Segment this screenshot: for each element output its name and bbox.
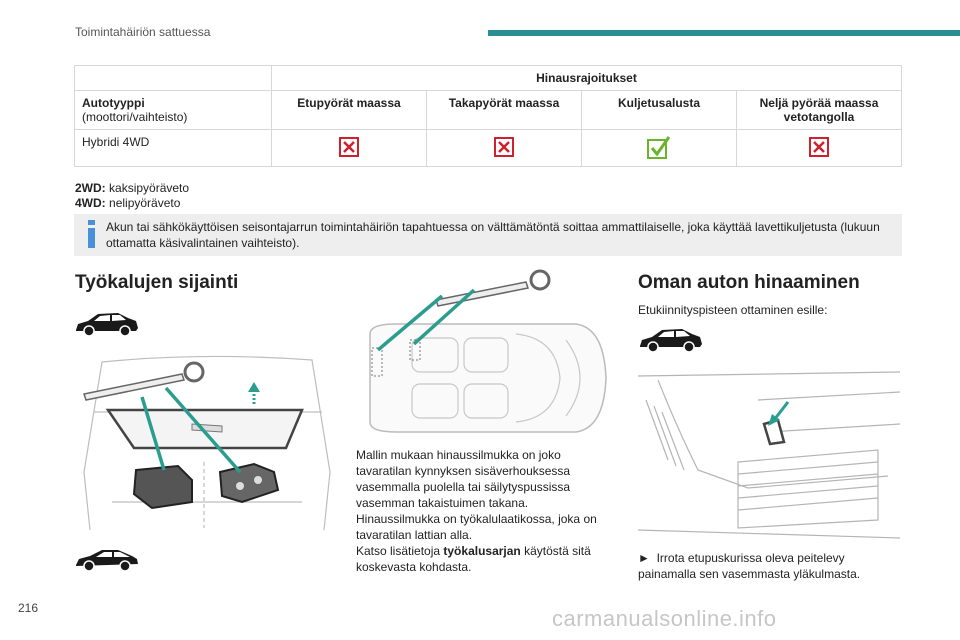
tools-paragraph: Mallin mukaan hinaussilmukka on joko tav… <box>356 448 571 510</box>
toolkit-link-text: työkalusarjan <box>443 544 521 558</box>
towing-step-text: Irrota etupuskurissa oleva peitelevy pai… <box>638 551 861 581</box>
table-col-header: Etupyörät maassa <box>271 90 427 130</box>
table-type-title: Autotyyppi <box>82 96 145 110</box>
table-row-type: Hybridi 4WD <box>74 129 272 167</box>
car-top-view-illustration <box>369 269 607 433</box>
towing-restrictions-table: Hinausrajoitukset Autotyyppi (moottori/v… <box>74 65 902 167</box>
table-mark-cell <box>736 129 902 167</box>
table-row: Hybridi 4WD <box>74 129 902 167</box>
car-silhouette-icon <box>76 550 138 572</box>
check-icon <box>647 135 671 159</box>
front-bumper-illustration <box>637 371 901 539</box>
cross-icon <box>809 136 829 157</box>
header-accent-bar <box>488 30 960 36</box>
tools-paragraph: Hinaussilmukka on työkalulaatikossa, jok… <box>356 512 597 542</box>
cross-icon <box>494 136 514 157</box>
table-col-header: Takapyörät maassa <box>426 90 582 130</box>
trunk-toolbox-illustration <box>83 355 331 531</box>
table-mark-cell <box>581 129 737 167</box>
table-col-header: Kuljetusalusta <box>581 90 737 130</box>
table-group-header-row: Hinausrajoitukset <box>74 65 902 91</box>
section-title: Toimintahäiriön sattuessa <box>75 25 211 39</box>
towing-subtitle: Etukiinnityspisteen ottaminen esille: <box>638 303 828 317</box>
page-number: 216 <box>18 601 39 615</box>
info-box <box>74 214 902 256</box>
cross-icon <box>339 136 359 157</box>
drive-legend: 2WD: kaksipyöräveto 4WD: nelipyöräveto <box>75 181 189 211</box>
table-type-header: Autotyyppi (moottori/vaihteisto) <box>74 90 272 130</box>
info-text: Akun tai sähkökäyttöisen seisontajarrun … <box>106 220 880 250</box>
table-type-subtitle: (moottori/vaihteisto) <box>82 110 188 124</box>
tools-paragraph: Katso lisätietoja työkalusarjan käytöstä… <box>356 544 591 574</box>
car-silhouette-icon <box>76 313 138 337</box>
car-silhouette-icon <box>640 329 702 353</box>
table-group-header: Hinausrajoitukset <box>271 65 902 91</box>
towing-heading: Oman auton hinaaminen <box>638 272 860 293</box>
table-mark-cell <box>271 129 427 167</box>
legend-item: 2WD: kaksipyöräveto <box>75 181 190 195</box>
step-marker-icon: ► <box>638 551 650 565</box>
tools-heading: Työkalujen sijainti <box>75 272 239 293</box>
table-corner-cell <box>74 65 272 91</box>
table-mark-cell <box>426 129 582 167</box>
towing-step: ► Irrota etupuskurissa oleva peitelevy p… <box>638 550 898 582</box>
table-header-row: Autotyyppi (moottori/vaihteisto) Etupyör… <box>74 90 902 130</box>
watermark: carmanualsonline.info <box>552 606 777 631</box>
legend-item: 4WD: nelipyöräveto <box>75 196 181 210</box>
info-icon <box>88 220 95 248</box>
tools-description: Mallin mukaan hinaussilmukka on joko tav… <box>356 447 606 575</box>
table-col-header: Neljä pyörää maassa vetotangolla <box>736 90 902 130</box>
